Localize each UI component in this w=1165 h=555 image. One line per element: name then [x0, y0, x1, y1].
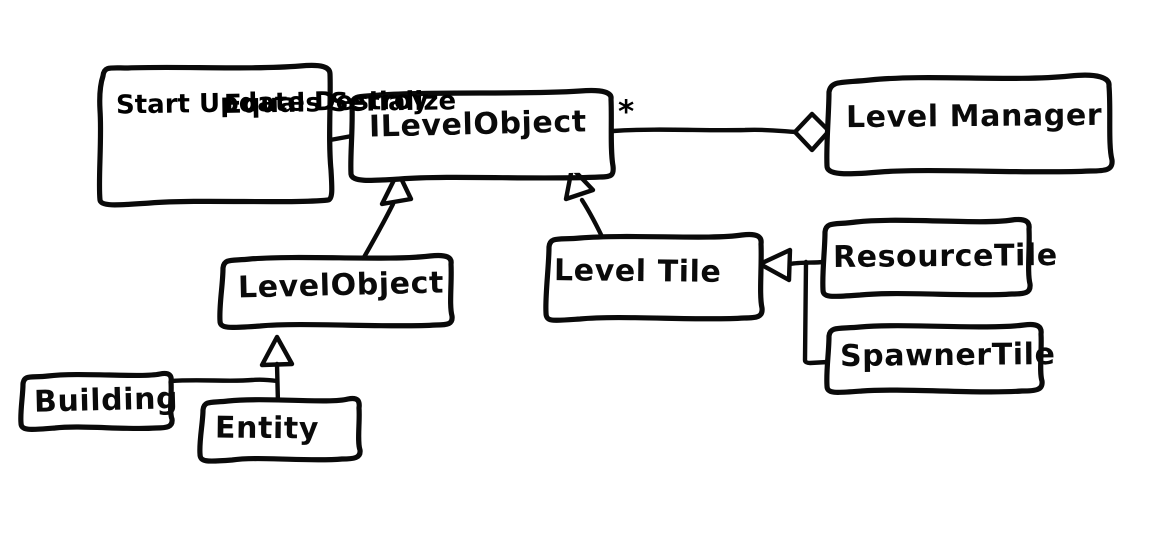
spawnertile-label: SpawnerTile	[839, 337, 1056, 374]
leveltile-label: Level Tile	[553, 253, 722, 290]
inheritance-arrow-levelobject-icon	[379, 169, 414, 207]
edge-spawnertile-branch	[802, 259, 831, 366]
entity-label: Entity	[214, 410, 320, 447]
ilevelobject-label: ILevelObject	[368, 104, 588, 145]
levelobject-label: LevelObject	[237, 265, 445, 306]
edge-ilevelobject-to-levelmanager	[610, 127, 798, 135]
resourcetile-label: ResourceTile	[832, 238, 1058, 275]
methods-note-box	[96, 62, 335, 208]
inheritance-arrow-entity-icon	[259, 334, 295, 368]
edge-levelobject-to-ilevelobject	[360, 201, 396, 262]
aggregation-diamond-icon	[792, 111, 832, 153]
levelobject-box	[217, 252, 455, 331]
edge-entity-trunk	[274, 361, 281, 407]
building-box	[18, 370, 175, 433]
leveltile-box	[543, 231, 765, 323]
edge-building-branch	[168, 377, 280, 384]
inheritance-arrow-tiles-icon	[757, 247, 793, 283]
levelmanager-label: Level Manager	[845, 97, 1103, 136]
ilevelobject-box	[348, 87, 616, 184]
building-label: Building	[33, 381, 179, 420]
multiplicity-label: *	[618, 94, 635, 130]
edge-note-to-ilevelobject	[327, 133, 355, 143]
resourcetile-box	[820, 216, 1033, 300]
spawnertile-box	[824, 321, 1045, 396]
levelmanager-box	[824, 72, 1115, 177]
entity-box	[197, 395, 363, 464]
